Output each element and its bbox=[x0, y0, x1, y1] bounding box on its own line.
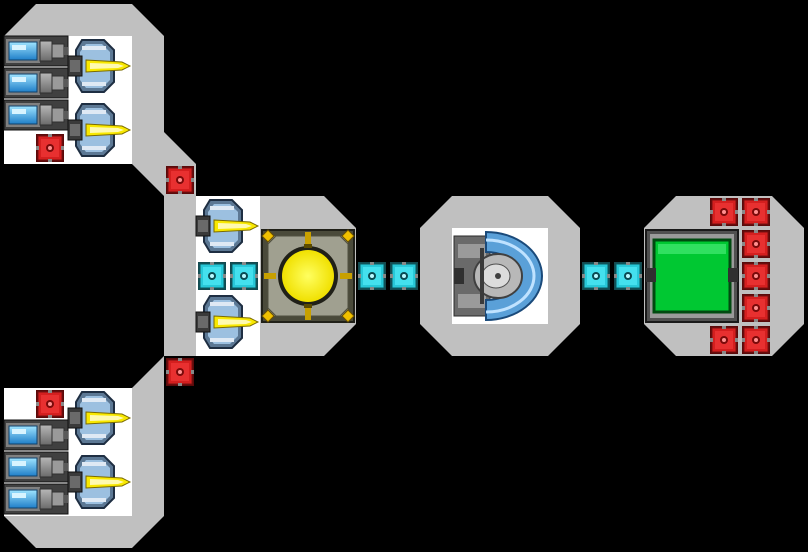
armor-block-icon[interactable] bbox=[741, 197, 771, 227]
connector-block-icon[interactable] bbox=[389, 261, 419, 291]
armor-block-icon[interactable] bbox=[741, 325, 771, 355]
armor-block-icon[interactable] bbox=[35, 389, 65, 419]
battery-icon[interactable] bbox=[3, 483, 69, 515]
connector-block-icon[interactable] bbox=[357, 261, 387, 291]
battery-icon[interactable] bbox=[3, 67, 69, 99]
cockpit-icon[interactable] bbox=[452, 228, 548, 324]
core-room bbox=[195, 196, 355, 356]
battery-icon[interactable] bbox=[3, 451, 69, 483]
reactor-core-icon[interactable] bbox=[261, 229, 355, 323]
lower-wing-bay bbox=[3, 388, 132, 516]
battery-icon[interactable] bbox=[3, 99, 69, 131]
armor-link-upper-icon[interactable] bbox=[165, 165, 195, 195]
armor-block-icon[interactable] bbox=[709, 325, 739, 355]
armor-block-icon[interactable] bbox=[741, 261, 771, 291]
connector-block-icon[interactable] bbox=[581, 261, 611, 291]
battery-icon[interactable] bbox=[3, 35, 69, 67]
armor-block-icon[interactable] bbox=[709, 197, 739, 227]
connector-block-icon[interactable] bbox=[613, 261, 643, 291]
connector-block-icon[interactable] bbox=[197, 261, 227, 291]
connector-block-icon[interactable] bbox=[229, 261, 259, 291]
upper-wing-bay bbox=[3, 35, 132, 164]
battery-icon[interactable] bbox=[3, 419, 69, 451]
teleporter-room bbox=[645, 197, 771, 355]
armor-block-icon[interactable] bbox=[35, 133, 65, 163]
armor-block-icon[interactable] bbox=[741, 293, 771, 323]
armor-block-icon[interactable] bbox=[741, 229, 771, 259]
teleporter-pad-icon[interactable] bbox=[645, 229, 739, 323]
armor-link-lower-icon[interactable] bbox=[165, 357, 195, 387]
